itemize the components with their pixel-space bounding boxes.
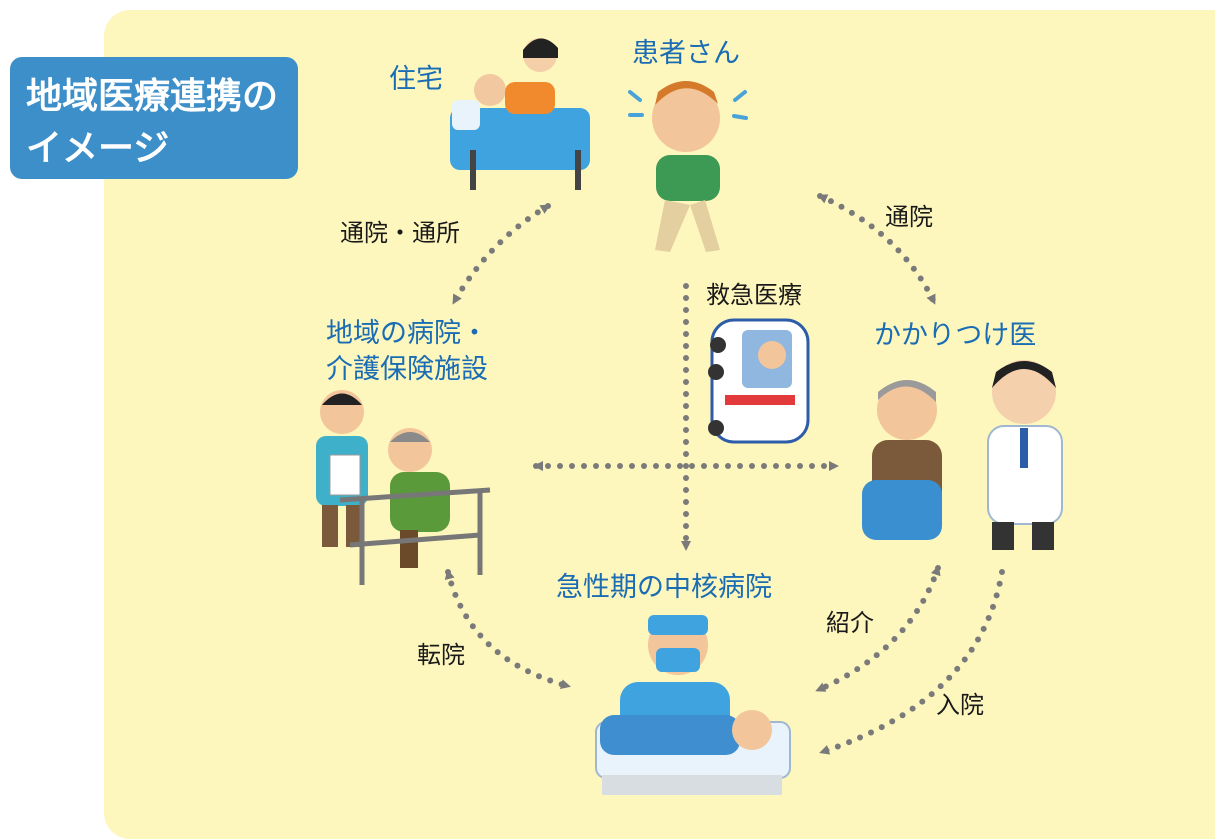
referral-label: 紹介 xyxy=(826,609,874,637)
patient-label: 患者さん xyxy=(632,38,740,69)
admission-label: 入院 xyxy=(936,691,984,719)
local-hospital-label-2: 介護保険施設 xyxy=(326,354,488,385)
ambulance-illustration xyxy=(708,318,810,444)
family-doctor-label: かかりつけ医 xyxy=(874,320,1037,351)
title-line-1: 地域医療連携の xyxy=(26,76,279,117)
emergency-label: 救急医療 xyxy=(706,281,802,309)
arrow-referral xyxy=(815,565,941,693)
title-box: 地域医療連携の イメージ xyxy=(10,57,298,179)
commute-home-label: 通院・通所 xyxy=(340,219,460,247)
rehab-illustration xyxy=(316,390,491,585)
core-hospital-label: 急性期の中核病院 xyxy=(556,572,772,603)
home-illustration xyxy=(450,38,590,190)
surgery-illustration xyxy=(595,615,791,795)
title-line-2: イメージ xyxy=(26,128,170,169)
doctor-illustration xyxy=(862,360,1063,550)
arrow-transfer xyxy=(444,569,571,690)
arrow-admission xyxy=(819,569,1005,755)
local-hospital-label-1: 地域の病院・ xyxy=(326,318,488,349)
patient-illustration xyxy=(628,81,748,252)
commute-doctor-label: 通院 xyxy=(885,203,933,231)
home-label: 住宅 xyxy=(389,64,443,95)
arrow-patient-doctor xyxy=(817,193,937,305)
transfer-label: 転院 xyxy=(417,641,465,669)
arrow-home-local xyxy=(451,203,551,305)
